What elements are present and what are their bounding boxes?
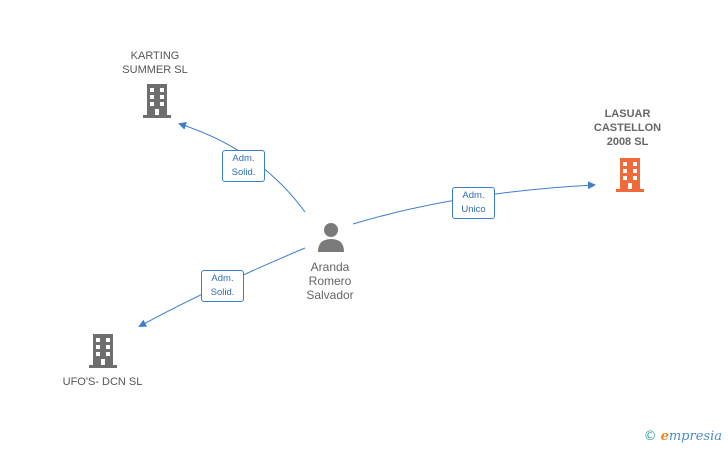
company-label-karting[interactable]: KARTING SUMMER SL — [110, 49, 200, 77]
empresia-watermark: ©empresia — [644, 429, 722, 444]
person-name-line: Aranda — [310, 260, 350, 274]
company-name-line: KARTING — [130, 50, 180, 62]
building-icon[interactable] — [141, 84, 173, 118]
brand-initial: e — [660, 429, 669, 444]
building-icon[interactable] — [614, 158, 646, 192]
company-label-ufos[interactable]: UFO'S- DCN SL — [50, 375, 155, 389]
company-name-line: LASUAR — [604, 108, 651, 120]
edge-role-line: Solid. — [210, 287, 235, 298]
person-name-line: Salvador — [306, 288, 354, 302]
edge-role-line: Adm. — [211, 273, 234, 284]
company-name-line: CASTELLON — [593, 122, 662, 134]
person-label[interactable]: Aranda Romero Salvador — [290, 260, 370, 302]
edge-role-line: Adm. — [232, 153, 255, 164]
edge-role-lasuar[interactable]: Adm. Unico — [452, 187, 495, 219]
company-label-lasuar[interactable]: LASUAR CASTELLON 2008 SL — [580, 107, 675, 149]
edge-role-karting[interactable]: Adm. Solid. — [222, 150, 265, 182]
company-name-line: SUMMER SL — [122, 64, 188, 76]
company-name-line: UFO'S- DCN SL — [62, 376, 143, 388]
person-name-line: Romero — [308, 274, 352, 288]
edge-role-ufos[interactable]: Adm. Solid. — [201, 270, 244, 302]
person-icon[interactable] — [316, 222, 346, 252]
edge-role-line: Adm. — [462, 190, 485, 201]
copyright-symbol: © — [643, 429, 657, 444]
edge-role-line: Unico — [461, 204, 486, 215]
building-icon[interactable] — [87, 334, 119, 368]
company-name-line: 2008 SL — [606, 136, 649, 148]
brand-name: mpresia — [668, 429, 722, 444]
edge-role-line: Solid. — [231, 167, 256, 178]
